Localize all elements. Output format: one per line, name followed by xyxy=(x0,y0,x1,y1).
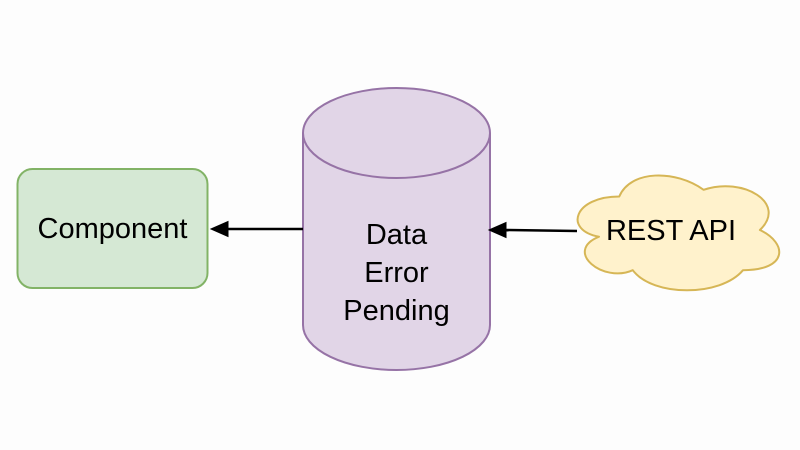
cylinder-shape xyxy=(302,87,491,371)
arrow-store-to-component xyxy=(209,220,303,238)
api-node: REST API xyxy=(576,174,781,292)
datastore-label-line3: Pending xyxy=(343,295,449,327)
datastore-label-line1: Data xyxy=(366,219,428,251)
datastore-label-line2: Error xyxy=(364,257,429,289)
component-label: Component xyxy=(38,213,188,245)
api-label: REST API xyxy=(606,215,736,247)
component-shape xyxy=(16,168,209,289)
datastore-node: Data Error Pending xyxy=(302,87,491,371)
arrowhead-icon xyxy=(209,220,229,238)
component-node: Component xyxy=(16,168,209,289)
arrow-line xyxy=(505,228,578,233)
cloud-shape xyxy=(576,174,781,292)
cylinder-top-rim xyxy=(302,132,491,179)
arrowhead-icon xyxy=(487,221,507,239)
arrow-api-to-store xyxy=(487,221,578,239)
